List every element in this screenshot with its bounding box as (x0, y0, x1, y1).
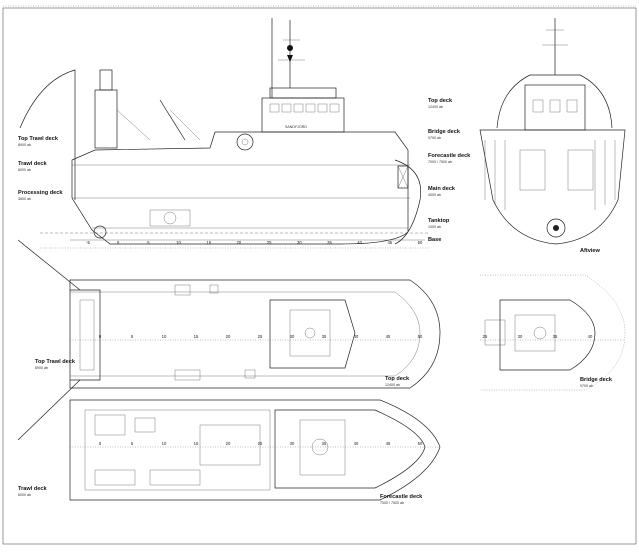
profile-frame-number: 35 (327, 240, 332, 245)
trawl-boom-lower (17, 379, 81, 441)
aft-gantry (94, 89, 118, 149)
aft-hull (479, 129, 626, 245)
profile-frame-number: 15 (206, 240, 211, 245)
profile-frame-number: 40 (357, 240, 362, 245)
trawl-deck-frame-number: 50 (418, 441, 423, 446)
bow-outline (394, 159, 422, 245)
trawl-deck-frame-number: 25 (258, 441, 263, 446)
trawl-deck-frame-number: 0 (99, 441, 102, 446)
vessel-name: SANDFJORD (285, 125, 307, 129)
bridge-deck-frame-number: 25 (483, 334, 488, 339)
right-label-forecastle-deck: Forecastle deck (428, 153, 471, 159)
trawl-deck-outline (69, 399, 441, 501)
right-label-base: Base (428, 237, 441, 243)
profile-frame-number: 45 (387, 240, 392, 245)
trawl-deck-frame-number: 20 (226, 441, 231, 446)
trawl-deck-frame-number: 45 (386, 441, 391, 446)
top-deck-frame-number: 40 (354, 334, 359, 339)
bridge-deck-frame-number: 35 (553, 334, 558, 339)
aftview-label: Aftview (580, 248, 601, 254)
forecastle-deck-plan-sub: 7000 / 7500 ab (380, 501, 404, 505)
right-label-tanktop-sub: 1000 ab (428, 225, 441, 229)
right-label-top-deck-sub: 12400 ab (428, 105, 443, 109)
bridge-deck-plan (480, 274, 626, 391)
forecastle-deck-plan-label: Forecastle deck (380, 494, 423, 500)
profile-frame-number: 50 (418, 240, 423, 245)
top-deck-frame-number: 20 (226, 334, 231, 339)
right-label-main-deck: Main deck (428, 186, 456, 192)
crane (159, 99, 186, 141)
gallows-arc (19, 69, 76, 200)
drawing-border (2, 7, 637, 545)
aft-propeller (546, 218, 566, 238)
right-label-bridge-deck-sub: 9700 ab (428, 136, 441, 140)
wheelhouse-plan (269, 299, 356, 369)
deck-label-trawl: Trawl deck (18, 161, 47, 167)
trawl-deck-plan-sub: 6000 ab (18, 493, 31, 497)
trawl-deck-frame-number: 40 (354, 441, 359, 446)
trawl-deck-frame-number: 35 (322, 441, 327, 446)
profile-frame-number: 20 (237, 240, 242, 245)
right-label-forecastle-deck-sub: 7000 / 7500 ab (428, 160, 452, 164)
bridge-deck-frame-number: 30 (518, 334, 523, 339)
profile-frame-number: 10 (176, 240, 181, 245)
profile-view (19, 18, 430, 249)
top-deck-frame-number: 10 (162, 334, 167, 339)
bridge-outline (499, 299, 596, 371)
aft-view (479, 18, 626, 245)
trawl-deck-frame-number: 15 (194, 441, 199, 446)
top-deck-frame-number: 35 (322, 334, 327, 339)
top-deck-frame-number: 25 (258, 334, 263, 339)
top-deck-frame-number: 50 (418, 334, 423, 339)
top-deck-plan-label: Top deck (385, 376, 410, 382)
trawl-boom-upper (17, 239, 81, 291)
top-deck-frame-number: 30 (290, 334, 295, 339)
top-trawl-deck-plan-sub: 8900 ab (35, 366, 48, 370)
profile-frame-number: 30 (297, 240, 302, 245)
deck-label-processing: Processing deck (18, 190, 63, 196)
hull-profile (71, 131, 409, 245)
right-label-bridge-deck: Bridge deck (428, 129, 461, 135)
deck-label-trawl-sub: 6000 ab (18, 168, 31, 172)
deck-label-top-trawl-sub: 8900 ab (18, 143, 31, 147)
right-label-tanktop: Tanktop (428, 218, 450, 224)
top-deck-frame-number: 5 (131, 334, 134, 339)
profile-frame-number: 25 (267, 240, 272, 245)
profile-frame-number: 5 (147, 240, 150, 245)
top-trawl-deck-plan-label: Top Trawl deck (35, 359, 76, 365)
bridge-deck-frame-number: 40 (588, 334, 593, 339)
profile-frame-number: -5 (86, 240, 90, 245)
top-deck-frame-number: 15 (194, 334, 199, 339)
trawl-deck-plan (69, 399, 441, 501)
top-deck-plan-sub: 12400 ab (385, 383, 400, 387)
mast-signal (287, 45, 293, 51)
right-label-top-deck: Top deck (428, 98, 453, 104)
trawl-deck-frame-number: 10 (162, 441, 167, 446)
bridge-deck-plan-label: Bridge deck (580, 377, 613, 383)
trawl-deck-frame-number: 30 (290, 441, 295, 446)
deck-label-top-trawl: Top Trawl deck (18, 136, 59, 142)
propeller (93, 225, 107, 239)
top-deck-plan (17, 239, 441, 441)
top-deck-frame-number: 0 (99, 334, 102, 339)
deck-label-processing-sub: 3600 ab (18, 197, 31, 201)
winch (236, 133, 254, 151)
trawl-deck-frame-number: 5 (131, 441, 134, 446)
profile-frame-number: 0 (117, 240, 120, 245)
bridge-deck-plan-sub: 9700 ab (580, 384, 593, 388)
top-deck-frame-number: 45 (386, 334, 391, 339)
right-label-main-deck-sub: 4000 ab (428, 193, 441, 197)
trawl-deck-plan-label: Trawl deck (18, 486, 47, 492)
top-deck-outline (69, 279, 441, 389)
